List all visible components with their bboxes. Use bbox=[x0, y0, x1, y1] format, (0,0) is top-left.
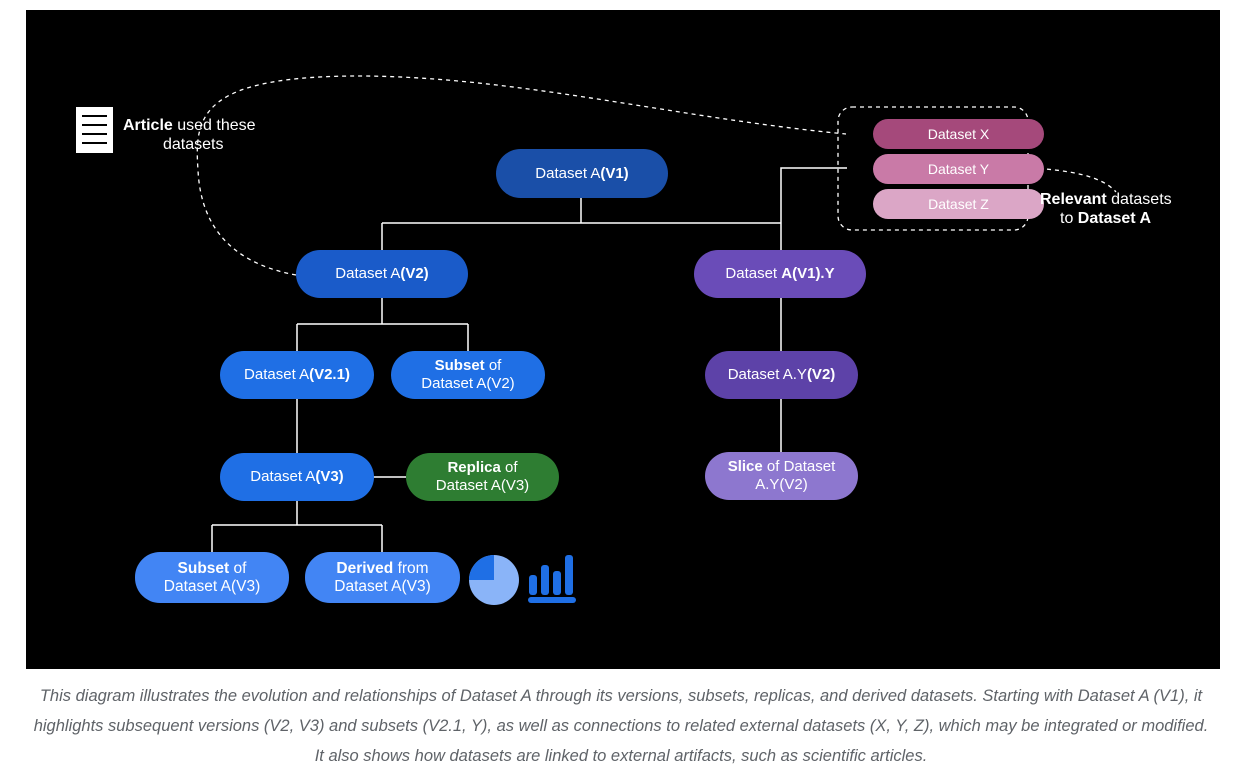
dataset-x-node[interactable]: Dataset X bbox=[873, 119, 1044, 149]
dataset-a-v1-text: Dataset A bbox=[535, 164, 601, 182]
pie-chart-icon bbox=[469, 555, 519, 605]
subset-v2-bold: Subset bbox=[434, 357, 485, 374]
dataset-a-v1-version: (V1) bbox=[600, 164, 629, 182]
dataset-y-label: Dataset Y bbox=[927, 161, 990, 177]
dataset-z-label: Dataset Z bbox=[928, 196, 989, 212]
dataset-a-v1-node[interactable]: Dataset A(V1) bbox=[496, 149, 668, 198]
derived-v3-bold: Derived bbox=[336, 559, 394, 577]
slice-ay-v2-bold: Slice bbox=[727, 458, 763, 475]
dataset-a-v2-node[interactable]: Dataset A(V2) bbox=[296, 250, 468, 298]
dataset-a-v21-text: Dataset A bbox=[244, 366, 310, 383]
dataset-a-v2-version: (V2) bbox=[400, 265, 429, 282]
derived-v3-line2: Dataset A(V3) bbox=[334, 577, 431, 595]
relevant-note-bold: Relevant bbox=[1040, 191, 1107, 208]
dataset-y-node[interactable]: Dataset Y bbox=[873, 154, 1044, 184]
subset-v2-text: of bbox=[484, 357, 502, 374]
diagram-canvas: Article used these datasets Dataset X Da… bbox=[26, 10, 1220, 669]
replica-v3-bold: Replica bbox=[447, 459, 501, 476]
connector-lines bbox=[196, 75, 1117, 552]
replica-v3-line2: Dataset A(V3) bbox=[435, 477, 530, 494]
replica-v3-text: of bbox=[500, 459, 518, 476]
relevant-note-target: Dataset A bbox=[1077, 210, 1152, 227]
document-icon bbox=[76, 107, 113, 153]
derived-v3-text: from bbox=[393, 559, 429, 577]
bar-chart-icon bbox=[528, 555, 576, 603]
dataset-z-node[interactable]: Dataset Z bbox=[873, 189, 1044, 219]
dataset-a-v2-text: Dataset A bbox=[335, 265, 401, 282]
relevant-note: Relevant datasets to Dataset A bbox=[1040, 190, 1172, 228]
relevant-note-pre: to bbox=[1060, 210, 1078, 227]
figure-caption: This diagram illustrates the evolution a… bbox=[33, 687, 1209, 765]
article-note-bold: Article bbox=[123, 117, 173, 134]
slice-ay-v2-node[interactable]: Slice of Dataset A.Y(V2) bbox=[705, 452, 858, 500]
dataset-a-v21-version: (V2.1) bbox=[309, 366, 350, 383]
article-note-rest: used these bbox=[172, 117, 256, 134]
dataset-ay-v2-text: Dataset A.Y bbox=[727, 366, 807, 383]
dataset-x-label: Dataset X bbox=[927, 126, 990, 142]
dataset-a-v1y-version: A(V1).Y bbox=[781, 265, 835, 282]
subset-v2-node[interactable]: Subset of Dataset A(V2) bbox=[391, 351, 545, 399]
dataset-ay-v2-node[interactable]: Dataset A.Y(V2) bbox=[705, 351, 858, 399]
subset-v3-text: of bbox=[229, 559, 247, 577]
subset-v3-node[interactable]: Subset of Dataset A(V3) bbox=[135, 552, 289, 603]
slice-ay-v2-line2: A.Y(V2) bbox=[755, 476, 808, 493]
dataset-a-v3-version: (V3) bbox=[315, 468, 344, 485]
relevant-note-rest: datasets bbox=[1106, 191, 1172, 208]
dataset-ay-v2-version: (V2) bbox=[806, 366, 836, 383]
dataset-a-v3-text: Dataset A bbox=[250, 468, 316, 485]
derived-v3-node[interactable]: Derived from Dataset A(V3) bbox=[305, 552, 460, 603]
dataset-a-v3-node[interactable]: Dataset A(V3) bbox=[220, 453, 374, 501]
subset-v2-line2: Dataset A(V2) bbox=[421, 375, 515, 392]
subset-v3-bold: Subset bbox=[177, 559, 230, 577]
slice-ay-v2-text: of Dataset bbox=[762, 458, 836, 475]
dataset-a-v21-node[interactable]: Dataset A(V2.1) bbox=[220, 351, 374, 399]
article-note-line2: datasets bbox=[163, 136, 224, 153]
subset-v3-line2: Dataset A(V3) bbox=[163, 577, 261, 595]
replica-v3-node[interactable]: Replica of Dataset A(V3) bbox=[406, 453, 559, 501]
dataset-a-v1y-text: Dataset bbox=[725, 265, 782, 282]
dataset-a-v1y-node[interactable]: Dataset A(V1).Y bbox=[694, 250, 866, 298]
article-note: Article used these datasets bbox=[123, 116, 256, 154]
